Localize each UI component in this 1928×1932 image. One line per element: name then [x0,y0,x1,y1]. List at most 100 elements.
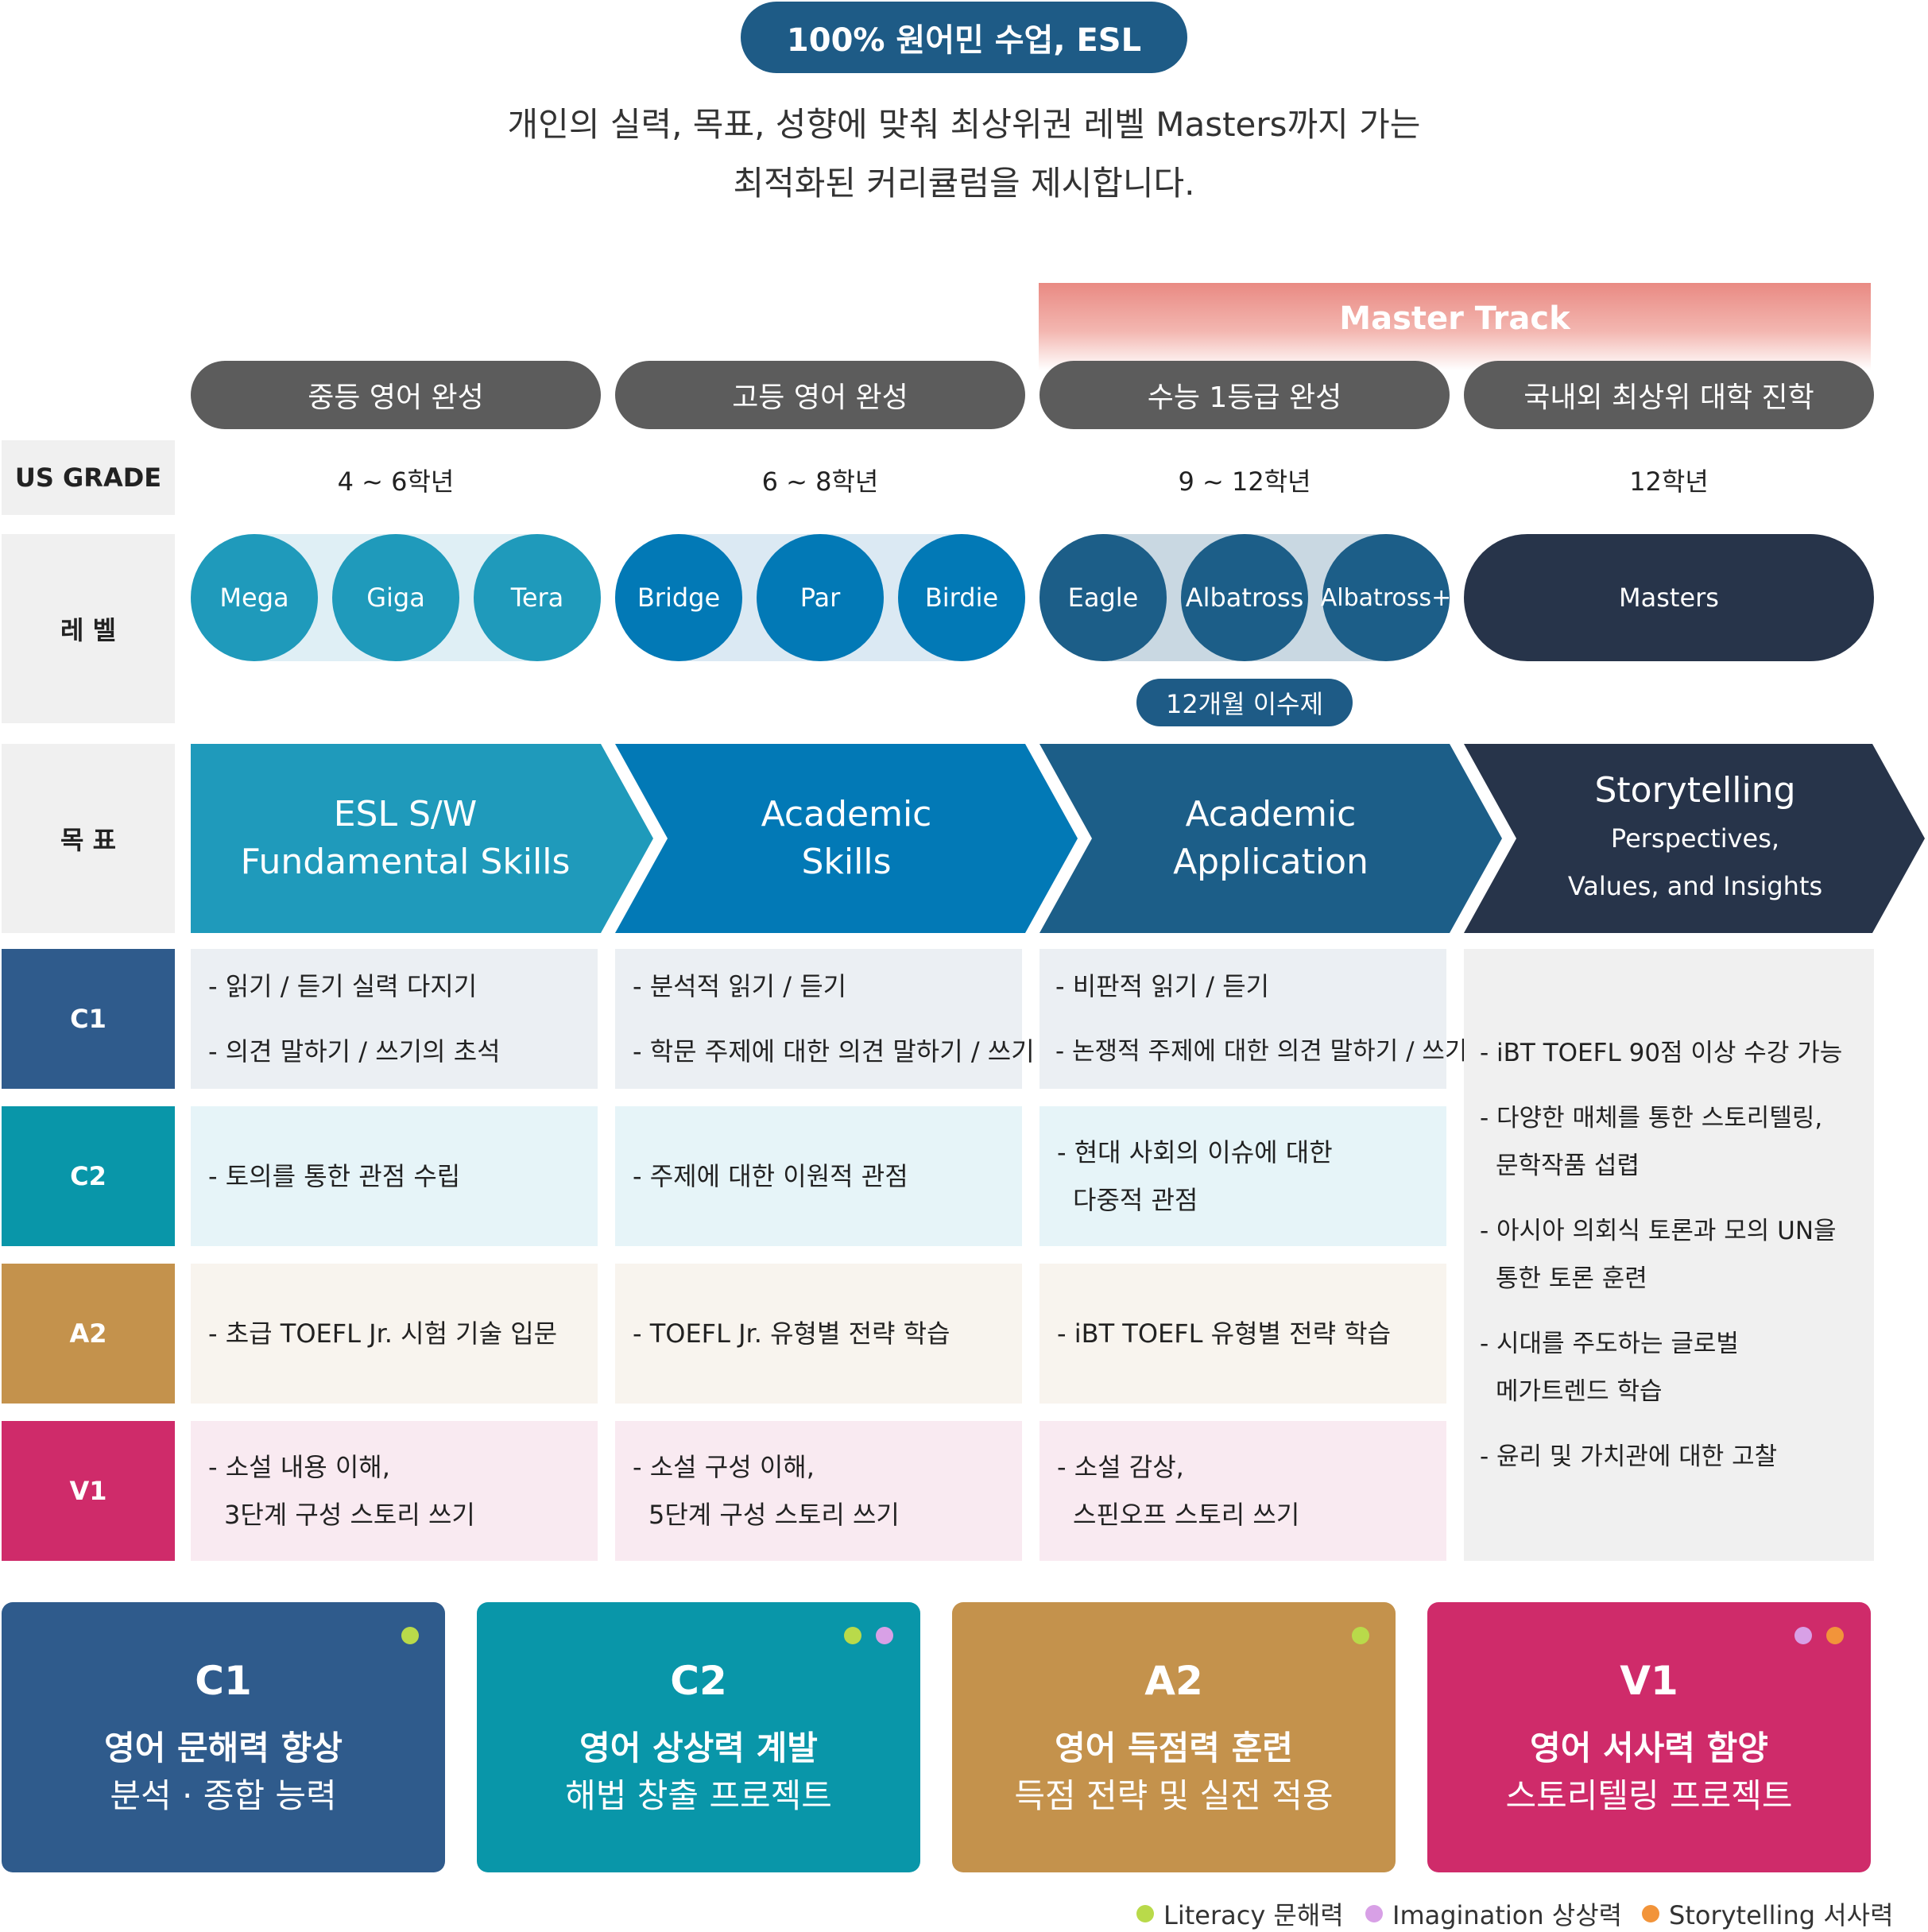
cell-v1-3: - 소설 감상, 스핀오프 스토리 쓰기 [1039,1421,1446,1561]
literacy-dot-icon [1136,1905,1154,1922]
imagination-dot-icon [876,1627,893,1644]
card-title: 영어 문해력 향상 [104,1729,343,1767]
cell-text: - 소설 내용 이해, [208,1452,390,1482]
cell-text: - 주제에 대한 이원적 관점 [633,1161,908,1191]
literacy-dot-icon [401,1627,419,1644]
row-label-goal: 목 표 [2,744,175,933]
legend-label: Imagination 상상력 [1392,1900,1623,1930]
masters-item: - iBT TOEFL 90점 이상 수강 가능 [1480,1039,1843,1067]
card-title: 영어 상상력 계발 [579,1729,818,1767]
cell-text: - TOEFL Jr. 유형별 전략 학습 [633,1318,950,1349]
goal-2-line-1: Academic [761,794,932,834]
goal-2: Academic Skills [636,744,1057,933]
card-subtitle: 스토리텔링 프로젝트 [1505,1776,1793,1815]
goal-4-line-2: Perspectives, [1610,823,1780,854]
cell-c2-2: - 주제에 대한 이원적 관점 [615,1106,1022,1246]
masters-item: - 시대를 주도하는 글로벌 [1480,1330,1739,1358]
cell-masters: - iBT TOEFL 90점 이상 수강 가능 - 다양한 매체를 통한 스토… [1464,949,1874,1561]
cell-v1-2: - 소설 구성 이해, 5단계 구성 스토리 쓰기 [615,1421,1022,1561]
cell-text: - 비판적 읽기 / 듣기 [1055,971,1270,1001]
cell-text: - 현대 사회의 이슈에 대한 [1057,1137,1333,1167]
level-eagle: Eagle [1039,534,1167,661]
goal-4-line-1: Storytelling [1594,770,1796,811]
level-tera: Tera [474,534,601,661]
goal-1-line-2: Fundamental Skills [240,842,571,882]
cell-text: - iBT TOEFL 유형별 전략 학습 [1057,1318,1392,1349]
card-v1: V1 영어 서사력 함양 스토리텔링 프로젝트 [1427,1602,1871,1872]
level-albatross: Albatross [1181,534,1308,661]
stage-university: 국내외 최상위 대학 진학 [1464,361,1874,429]
level-bridge: Bridge [615,534,742,661]
grid-label-c1: C1 [2,949,175,1089]
legend-imagination: Imagination 상상력 [1365,1898,1622,1930]
masters-item: 메가트렌드 학습 [1496,1377,1663,1406]
intro-line-1: 개인의 실력, 목표, 성향에 맞춰 최상위권 레벨 Masters까지 가는 [507,105,1421,144]
grade-group-4: 12학년 [1629,467,1709,497]
goal-2-line-2: Skills [801,842,892,882]
level-mega: Mega [191,534,318,661]
cell-text: - 소설 구성 이해, [633,1452,815,1482]
row-label-us-grade: US GRADE [2,440,175,515]
imagination-dot-icon [1365,1905,1383,1922]
level-giga: Giga [332,534,459,661]
cell-a2-3: - iBT TOEFL 유형별 전략 학습 [1039,1264,1446,1404]
grid-label-a2: A2 [2,1264,175,1404]
cell-c2-3: - 현대 사회의 이슈에 대한 다중적 관점 [1039,1106,1446,1246]
level-par: Par [757,534,884,661]
storytelling-dot-icon [1642,1905,1659,1922]
cell-c1-3: - 비판적 읽기 / 듣기 - 논쟁적 주제에 대한 의견 말하기 / 쓰기 [1039,949,1468,1089]
cell-text: - 읽기 / 듣기 실력 다지기 [208,971,478,1001]
goal-1: ESL S/W Fundamental Skills [191,744,620,933]
cell-text: 3단계 구성 스토리 쓰기 [224,1500,475,1530]
card-c2: C2 영어 상상력 계발 해법 창출 프로젝트 [477,1602,920,1872]
cell-text: - 논쟁적 주제에 대한 의견 말하기 / 쓰기 [1055,1037,1468,1066]
cell-text: - 초급 TOEFL Jr. 시험 기술 입문 [208,1318,558,1349]
legend-label: Storytelling 서사력 [1669,1900,1894,1930]
card-subtitle: 분석 · 종합 능력 [110,1776,337,1815]
cell-c2-1: - 토의를 통한 관점 수립 [191,1106,598,1246]
cell-text: - 의견 말하기 / 쓰기의 초석 [208,1036,501,1067]
goal-3: Academic Application [1060,744,1481,933]
card-code: C2 [670,1658,727,1704]
header-badge: 100% 원어민 수업, ESL [741,2,1187,73]
storytelling-dot-icon [1826,1627,1844,1644]
masters-item: 문학작품 섭렵 [1496,1152,1640,1180]
card-title: 영어 득점력 훈련 [1055,1729,1293,1767]
intro-text: 개인의 실력, 목표, 성향에 맞춰 최상위권 레벨 Masters까지 가는 … [249,95,1679,213]
grid-label-v1: V1 [2,1421,175,1561]
card-code: V1 [1620,1658,1678,1704]
masters-item: - 윤리 및 가치관에 대한 고찰 [1480,1442,1778,1471]
legend-label: Literacy 문해력 [1163,1900,1344,1930]
masters-item: - 다양한 매체를 통한 스토리텔링, [1480,1104,1823,1132]
card-subtitle: 득점 전략 및 실전 적용 [1014,1776,1334,1815]
cell-text: - 소설 감상, [1057,1452,1184,1482]
stage-suneung: 수능 1등급 완성 [1039,361,1450,429]
literacy-dot-icon [844,1627,861,1644]
cell-text: - 분석적 읽기 / 듣기 [633,971,847,1001]
twelve-month-badge: 12개월 이수제 [1136,679,1353,726]
card-code: C1 [195,1658,252,1704]
level-masters: Masters [1464,534,1874,661]
goal-3-line-1: Academic [1185,794,1357,834]
stage-high-school: 고등 영어 완성 [615,361,1025,429]
card-code: A2 [1144,1658,1203,1704]
card-a2: A2 영어 득점력 훈련 득점 전략 및 실전 적용 [952,1602,1396,1872]
grade-group-2: 6 ~ 8학년 [761,467,879,497]
cell-text: 5단계 구성 스토리 쓰기 [648,1500,900,1530]
grid-label-c2: C2 [2,1106,175,1246]
row-label-level: 레 벨 [2,534,175,723]
card-title: 영어 서사력 함양 [1530,1729,1768,1767]
grade-group-1: 4 ~ 6학년 [337,467,455,497]
goal-1-line-1: ESL S/W [333,794,478,834]
level-birdie: Birdie [898,534,1025,661]
cell-text: 스핀오프 스토리 쓰기 [1073,1500,1300,1530]
cell-a2-2: - TOEFL Jr. 유형별 전략 학습 [615,1264,1022,1404]
cell-v1-1: - 소설 내용 이해, 3단계 구성 스토리 쓰기 [191,1421,598,1561]
card-subtitle: 해법 창출 프로젝트 [565,1776,832,1815]
legend-storytelling: Storytelling 서사력 [1642,1898,1894,1930]
cell-c1-2: - 분석적 읽기 / 듣기 - 학문 주제에 대한 의견 말하기 / 쓰기 [615,949,1035,1089]
goal-3-line-2: Application [1173,842,1369,882]
literacy-dot-icon [1352,1627,1369,1644]
cell-text: - 토의를 통한 관점 수립 [208,1161,461,1191]
cell-c1-1: - 읽기 / 듣기 실력 다지기 - 의견 말하기 / 쓰기의 초석 [191,949,598,1089]
